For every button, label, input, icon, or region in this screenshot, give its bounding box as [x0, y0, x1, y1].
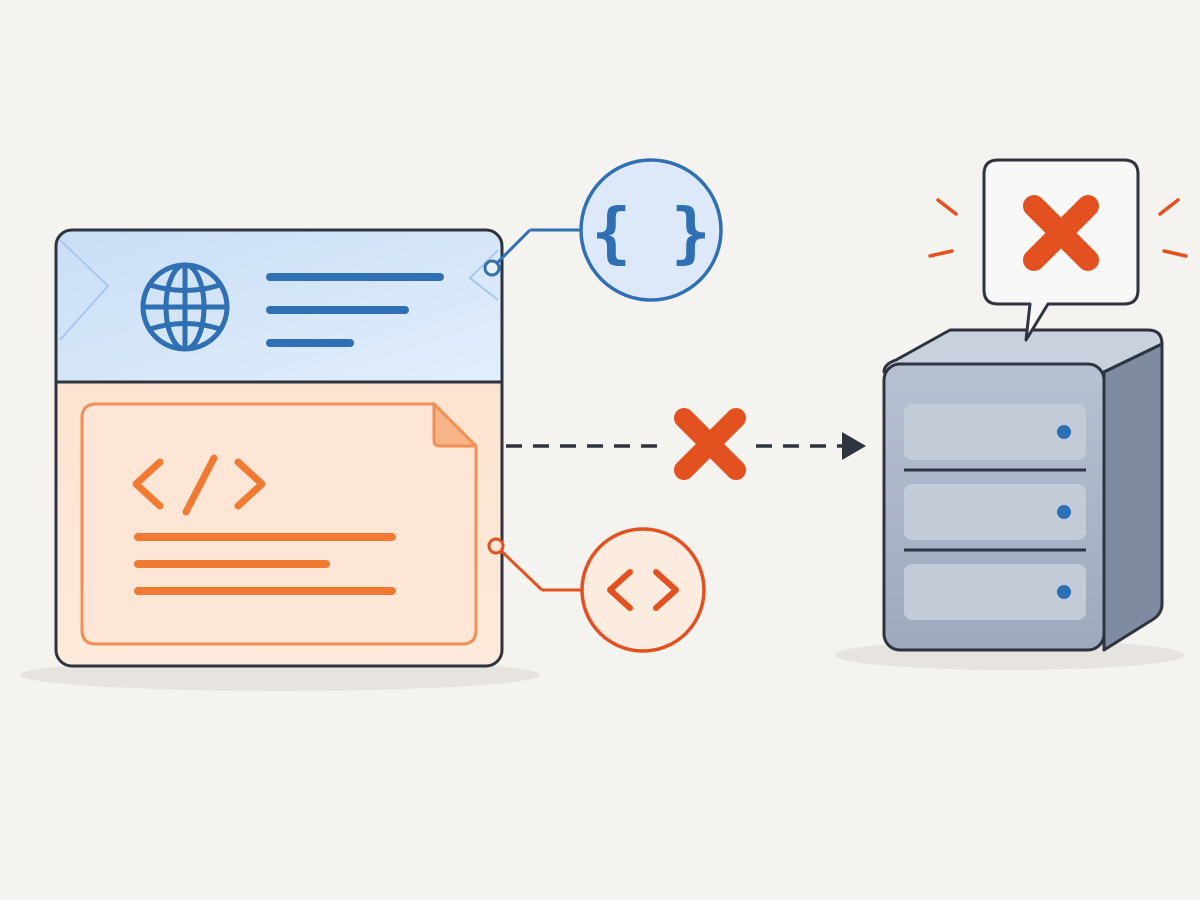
drive-bay — [904, 404, 1086, 460]
curly-braces-icon: { } — [591, 194, 710, 271]
alert-rays — [928, 198, 1188, 258]
arrow-head — [842, 432, 866, 460]
document-corner-fold — [432, 402, 478, 448]
curly-braces-badge — [579, 158, 723, 302]
browser-window — [54, 228, 504, 668]
server-top — [882, 328, 1164, 374]
angle-brackets-badge — [580, 527, 706, 653]
callout-connector-blue — [490, 228, 532, 270]
curly-braces-callout: { } — [483, 158, 723, 302]
drive-bay — [904, 564, 1086, 620]
header-fold-left — [59, 239, 110, 341]
drive-bays — [904, 404, 1086, 620]
callout-connector-orange — [494, 544, 544, 592]
x-mark-icon — [1023, 195, 1099, 271]
status-led — [1057, 505, 1071, 519]
server-icon — [882, 328, 1164, 652]
connector-dot-orange — [487, 537, 505, 555]
browser-outline — [54, 228, 504, 668]
angle-brackets-callout — [487, 527, 706, 653]
x-mark-icon — [674, 408, 746, 480]
server-error-bubble — [928, 158, 1188, 342]
speech-bubble — [982, 158, 1140, 342]
globe-icon — [140, 262, 230, 352]
blocked-connection — [506, 408, 866, 480]
angle-brackets-icon — [607, 569, 679, 611]
server-side — [1102, 342, 1164, 652]
connector-dot-blue — [483, 259, 501, 277]
header-fold-right — [468, 249, 499, 301]
code-tag-icon — [132, 454, 266, 516]
header-text-lines — [266, 273, 444, 347]
body-text-lines — [134, 533, 396, 595]
status-led — [1057, 425, 1071, 439]
drive-bay — [904, 484, 1086, 540]
code-document-card — [80, 402, 478, 646]
status-led — [1057, 585, 1071, 599]
